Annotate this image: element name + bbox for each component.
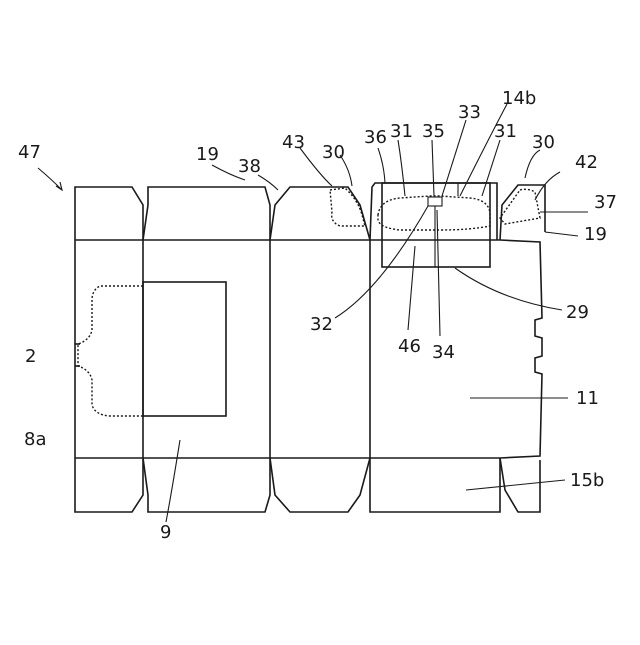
label-19-left: 19: [196, 144, 219, 165]
label-31-right: 31: [494, 121, 517, 142]
side-glue-flap: [500, 240, 542, 458]
label-2: 2: [25, 346, 36, 367]
label-46: 46: [398, 336, 421, 357]
label-33: 33: [458, 102, 481, 123]
label-19-right: 19: [584, 224, 607, 245]
label-34: 34: [432, 342, 455, 363]
label-31-left: 31: [390, 121, 413, 142]
bottom-flaps: [75, 458, 540, 512]
label-35: 35: [422, 121, 445, 142]
label-15b: 15b: [570, 470, 604, 491]
label-32: 32: [310, 314, 333, 335]
label-30-left: 30: [322, 142, 345, 163]
label-29: 29: [566, 302, 589, 323]
label-11: 11: [576, 388, 599, 409]
label-38: 38: [238, 156, 261, 177]
window-opening: [75, 282, 226, 416]
leader-lines: [38, 104, 588, 522]
label-36: 36: [364, 127, 387, 148]
label-37: 37: [594, 192, 617, 213]
label-14b: 14b: [502, 88, 536, 109]
label-43: 43: [282, 132, 305, 153]
label-8a: 8a: [24, 429, 46, 450]
tab-cutout-right: [500, 189, 540, 224]
reference-labels: 47 19 38 43 30 36 31 35 33 14b 31 30 42 …: [18, 88, 617, 543]
label-9: 9: [160, 522, 171, 543]
label-42: 42: [575, 152, 598, 173]
label-47: 47: [18, 142, 41, 163]
top-flaps: [75, 183, 545, 240]
label-30-right: 30: [532, 132, 555, 153]
